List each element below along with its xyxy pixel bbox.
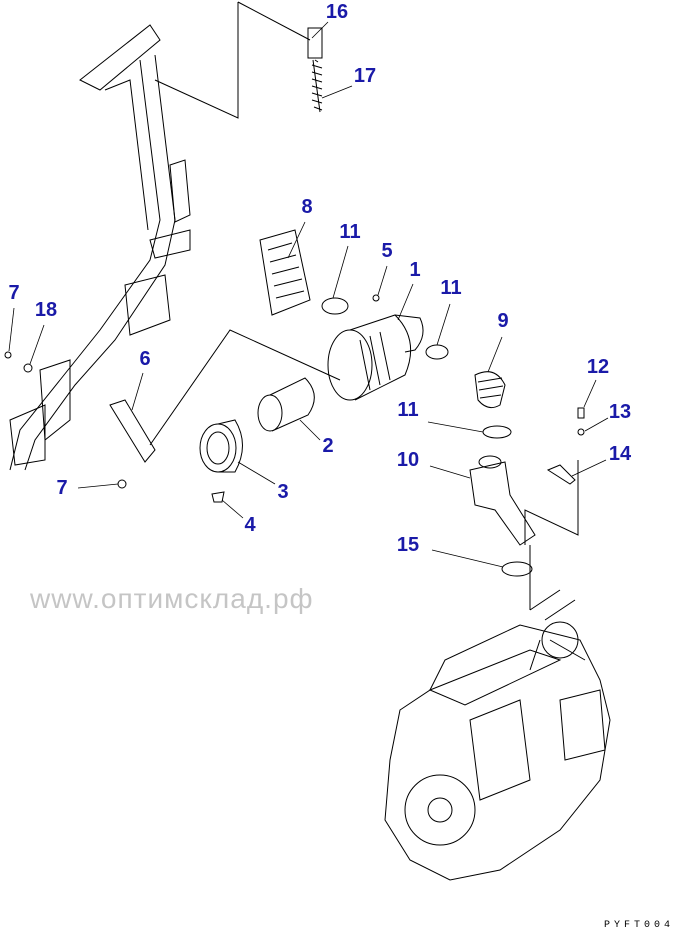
part-16-17 xyxy=(307,27,323,113)
reference-lines xyxy=(149,1,579,610)
callout-6: 6 xyxy=(139,348,151,370)
part-4-valve xyxy=(211,491,225,503)
callout-14: 14 xyxy=(608,443,632,465)
callout-11: 11 xyxy=(339,221,361,243)
part-15-o-ring xyxy=(501,561,533,577)
callout-7: 7 xyxy=(56,477,68,499)
callout-18: 18 xyxy=(34,299,58,321)
callout-8: 8 xyxy=(301,196,313,218)
drawing-code: PYFT004 xyxy=(603,920,674,931)
part-10-elbow xyxy=(469,455,536,546)
callout-10: 10 xyxy=(396,449,420,471)
callout-4: 4 xyxy=(244,514,256,536)
callout-7: 7 xyxy=(8,282,20,304)
bolts xyxy=(4,351,585,489)
callout-3: 3 xyxy=(277,481,289,503)
engine xyxy=(384,589,611,881)
cab-frame xyxy=(9,24,191,471)
callout-5: 5 xyxy=(381,240,393,262)
watermark: www.оптимсклад.рф xyxy=(30,583,314,614)
callout-9: 9 xyxy=(497,310,509,332)
callout-12: 12 xyxy=(586,356,610,378)
part-9-hose xyxy=(474,371,506,409)
part-6-bracket xyxy=(109,399,156,463)
callout-1: 1 xyxy=(409,259,421,281)
callout-15: 15 xyxy=(396,534,420,556)
part-3-cover xyxy=(199,419,243,473)
part-8-precleaner xyxy=(259,229,311,316)
callout-2: 2 xyxy=(322,435,334,457)
part-1-air-cleaner xyxy=(327,314,424,401)
part-14-bracket xyxy=(546,464,576,485)
callout-13: 13 xyxy=(608,401,632,423)
callout-16: 16 xyxy=(325,1,349,23)
callout-11: 11 xyxy=(397,399,419,421)
part-2-element xyxy=(257,377,315,432)
callout-11: 11 xyxy=(440,277,462,299)
callout-17: 17 xyxy=(353,65,377,87)
